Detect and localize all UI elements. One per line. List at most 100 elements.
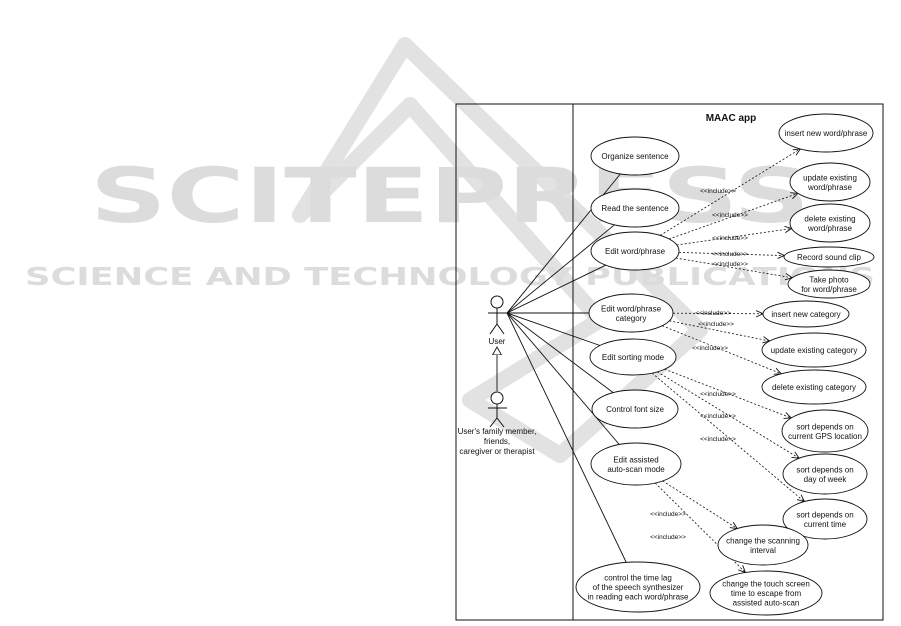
use-case-ellipse	[717, 524, 809, 566]
use-case-label: update existing	[803, 173, 857, 182]
include-label-photo: <<include>>	[712, 261, 748, 268]
use-case-ellipse	[709, 570, 823, 616]
use-case-insert-word[interactable]: insert new word/phrase	[778, 113, 874, 153]
system-title: MAAC app	[706, 113, 757, 124]
use-case-ellipse	[590, 231, 680, 271]
use-case-label: assisted auto-scan	[733, 599, 800, 608]
use-case-ellipse	[781, 409, 869, 453]
association-line-autoscan	[506, 312, 620, 445]
use-case-label: insert new word/phrase	[785, 129, 868, 138]
actor-family-figure	[488, 391, 507, 428]
use-case-ellipse	[783, 246, 875, 268]
relationship-lines	[497, 149, 804, 573]
use-case-font[interactable]: Control font size	[591, 389, 679, 429]
use-case-label: sort depends on	[796, 510, 853, 519]
use-case-ellipse	[787, 269, 871, 299]
use-case-ellipse	[782, 453, 868, 495]
use-case-label: Edit sorting mode	[602, 353, 665, 362]
association-line-edit_sorting	[506, 312, 601, 346]
include-label-scan_interval: <<include>>	[650, 511, 686, 518]
include-label-insert_cat: <<include>>	[695, 310, 731, 317]
use-case-label: category	[616, 314, 647, 323]
use-case-delete-cat[interactable]: delete existing category	[761, 369, 867, 405]
use-case-label: Edit word/phrase	[605, 247, 666, 256]
include-arrow-update_word	[668, 193, 798, 240]
include-arrow-sort_gps	[664, 368, 792, 418]
actor-family-label-line-2: friends,	[484, 437, 510, 446]
include-label-record: <<include>>	[712, 251, 748, 258]
use-case-label: delete existing	[804, 214, 855, 223]
use-case-label: Edit assisted	[613, 455, 658, 464]
include-arrow-record	[678, 252, 785, 255]
use-case-label: change the scanning	[726, 536, 800, 545]
include-label-update_word: <<include>>	[712, 212, 748, 219]
use-case-ellipse	[590, 136, 680, 176]
use-case-label: Edit word/phrase	[601, 304, 662, 313]
use-case-update-cat[interactable]: update existing category	[761, 332, 867, 368]
use-case-label: interval	[750, 546, 776, 555]
watermark-subtitle: SCIENCE AND TECHNOLOGY PUBLICATIONS	[25, 262, 875, 291]
use-case-label: insert new category	[771, 310, 840, 319]
use-case-ellipse	[588, 293, 674, 333]
use-case-label: Record sound clip	[797, 253, 862, 262]
include-arrow-update_cat	[669, 320, 770, 341]
use-case-ellipse	[762, 300, 850, 328]
use-case-edit-sorting[interactable]: Edit sorting mode	[589, 338, 677, 376]
include-label-sort_time: <<include>>	[700, 436, 736, 443]
use-case-record[interactable]: Record sound clip	[783, 246, 875, 268]
use-case-label: current GPS location	[788, 432, 862, 441]
use-case-label: update existing category	[771, 346, 858, 355]
use-case-label: change the touch screen	[722, 580, 810, 589]
use-case-label: for word/phrase	[801, 285, 857, 294]
use-case-label: word/phrase	[807, 183, 853, 192]
actor-user-label: User	[489, 337, 506, 346]
watermark-swoosh	[292, 37, 708, 463]
use-case-label: auto-scan mode	[607, 465, 665, 474]
use-case-edit-word[interactable]: Edit word/phrase	[590, 231, 680, 271]
use-case-label: Control font size	[606, 405, 664, 414]
include-arrow-sort_time	[651, 372, 804, 502]
use-case-label: Read the sentence	[601, 204, 669, 213]
actor-family-label-line-3: caregiver or therapist	[459, 447, 535, 456]
include-label-update_cat: <<include>>	[698, 321, 734, 328]
actor-user[interactable]: User	[488, 295, 507, 346]
use-case-ellipse	[575, 561, 701, 613]
actor-family[interactable]: User's family member, friends, caregiver…	[458, 391, 537, 456]
include-labels: <<include>> <<include>> <<include>> <<inclu…	[650, 188, 748, 541]
association-line-edit_word	[506, 264, 606, 314]
use-case-organize[interactable]: Organize sentence	[590, 136, 680, 176]
association-line-timelag	[506, 312, 627, 563]
include-arrow-delete_word	[676, 229, 792, 246]
include-label-sort_dow: <<include>>	[700, 413, 736, 420]
association-line-font	[506, 312, 614, 393]
use-case-ellipse	[590, 188, 680, 228]
watermark: SCITEPRESS SCIENCE AND TECHNOLOGY PUBLIC…	[25, 37, 875, 463]
use-case-insert-cat[interactable]: insert new category	[762, 300, 850, 328]
use-case-ellipse	[789, 203, 871, 243]
use-case-label: Take photo	[809, 275, 849, 284]
association-line-read	[506, 224, 615, 314]
use-case-ellipse	[590, 442, 682, 486]
use-case-ellipse	[761, 369, 867, 405]
use-case-read[interactable]: Read the sentence	[590, 188, 680, 228]
include-label-delete_cat: <<include>>	[692, 345, 728, 352]
include-arrow-scan_interval	[662, 480, 738, 529]
use-case-label: delete existing category	[772, 383, 856, 392]
watermark-title: SCITEPRESS	[90, 151, 810, 240]
actor-user-figure	[488, 295, 507, 335]
use-case-label: word/phrase	[807, 224, 853, 233]
include-label-delete_word: <<include>>	[712, 235, 748, 242]
use-case-label: sort depends on	[796, 465, 853, 474]
